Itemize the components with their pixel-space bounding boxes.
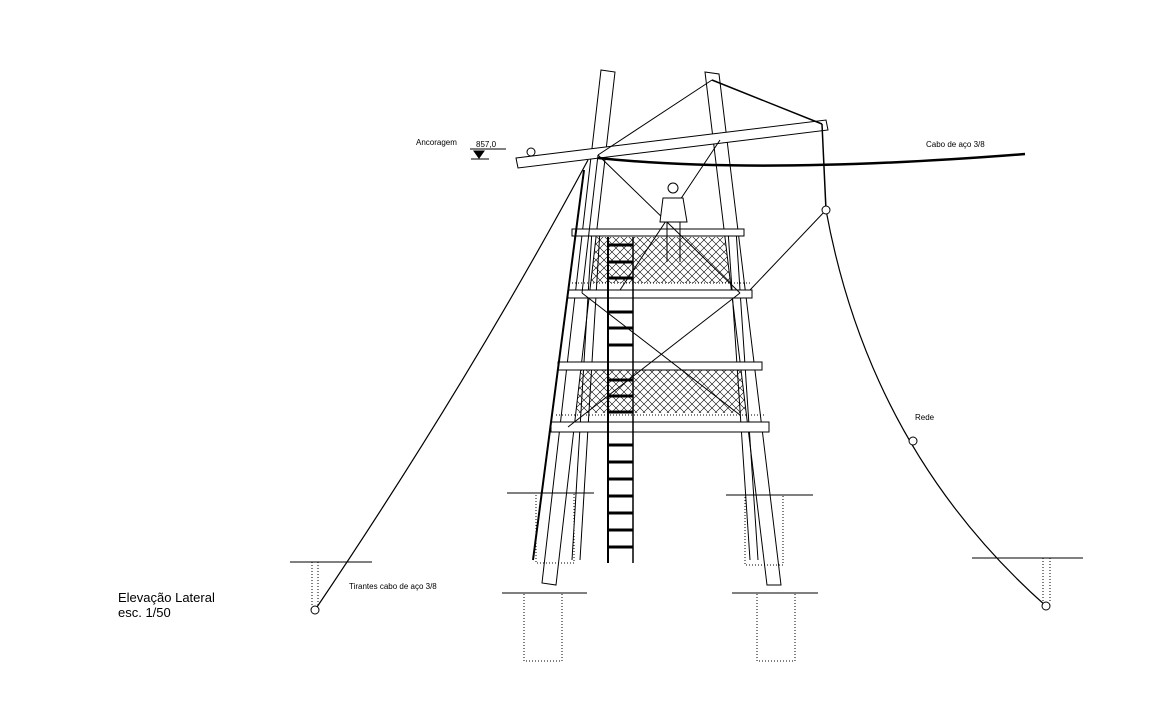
lower-net [572,370,748,413]
anchorage-label: Ancoragem [416,138,457,147]
drawing-scale: esc. 1/50 [118,605,171,620]
person-figure [659,182,688,262]
foundations [311,492,1051,662]
guy-wires-label: Tirantes cabo de aço 3/8 [349,582,437,591]
top-cable [597,152,1026,167]
platform-2 [567,289,753,299]
top-cable-label: Cabo de aço 3/8 [926,140,985,149]
left-post [541,69,616,586]
upper-net [590,237,742,283]
platform-3 [557,361,763,371]
platform-4 [550,421,770,433]
ladder [607,237,634,563]
top-beam [515,119,829,169]
elevation-label: 857,0 [476,140,497,149]
net-label: Rede [915,413,935,422]
drawing-title: Elevação Lateral [118,590,215,605]
left-guy-wire [314,159,589,611]
right-guy-wire [825,209,1047,607]
